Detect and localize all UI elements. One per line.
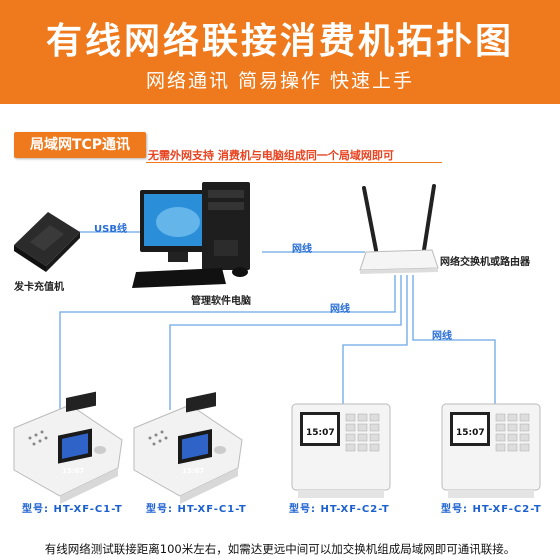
trunk-wire-c2b: [412, 275, 496, 405]
terminal-c1-a-time: 15:07: [62, 467, 85, 475]
tagline-underline: [146, 162, 442, 163]
page-subtitle: 网络通讯 简易操作 快速上手: [145, 70, 415, 92]
terminal-c2-a-time: 15:07: [306, 428, 335, 438]
pc-label: 管理软件电脑: [191, 296, 251, 307]
footer-note: 有线网络测试联接距离100米左右，如需达更远中间可以加交换机组成局域网即可通讯联…: [44, 542, 516, 556]
router-label: 网络交换机或路由器: [440, 257, 530, 268]
trunk-wire-left: [59, 275, 396, 410]
terminal-c2-b-model: 型号: HT-XF-C2-T: [441, 504, 542, 515]
terminal-c2-b-time: 15:07: [456, 428, 485, 438]
usb-wire-label: USB线: [94, 224, 127, 235]
section-tag: 局域网TCP通讯: [14, 132, 146, 158]
terminal-c1-b-time: 15:07: [182, 467, 205, 475]
header-banner: 有线网络联接消费机拓扑图 网络通讯 简易操作 快速上手: [0, 0, 560, 104]
section-tagline: 无需外网支持 消费机与电脑组成同一个局域网即可: [148, 149, 394, 162]
pc-router-wire-label: 网线: [292, 244, 312, 255]
terminal-c2-a-model: 型号: HT-XF-C2-T: [289, 504, 390, 515]
trunk-wire-c2a: [342, 275, 408, 405]
terminal-c1-b-model: 型号: HT-XF-C1-T: [146, 504, 247, 515]
trunk-wire-label: 网线: [330, 304, 350, 315]
page-title: 有线网络联接消费机拓扑图: [45, 21, 514, 62]
trunk-wire-mid: [169, 275, 402, 410]
terminal-c1-a-model: 型号: HT-XF-C1-T: [22, 504, 123, 515]
card-writer-label: 发卡充值机: [14, 282, 64, 293]
right-wire-label: 网线: [432, 331, 452, 342]
